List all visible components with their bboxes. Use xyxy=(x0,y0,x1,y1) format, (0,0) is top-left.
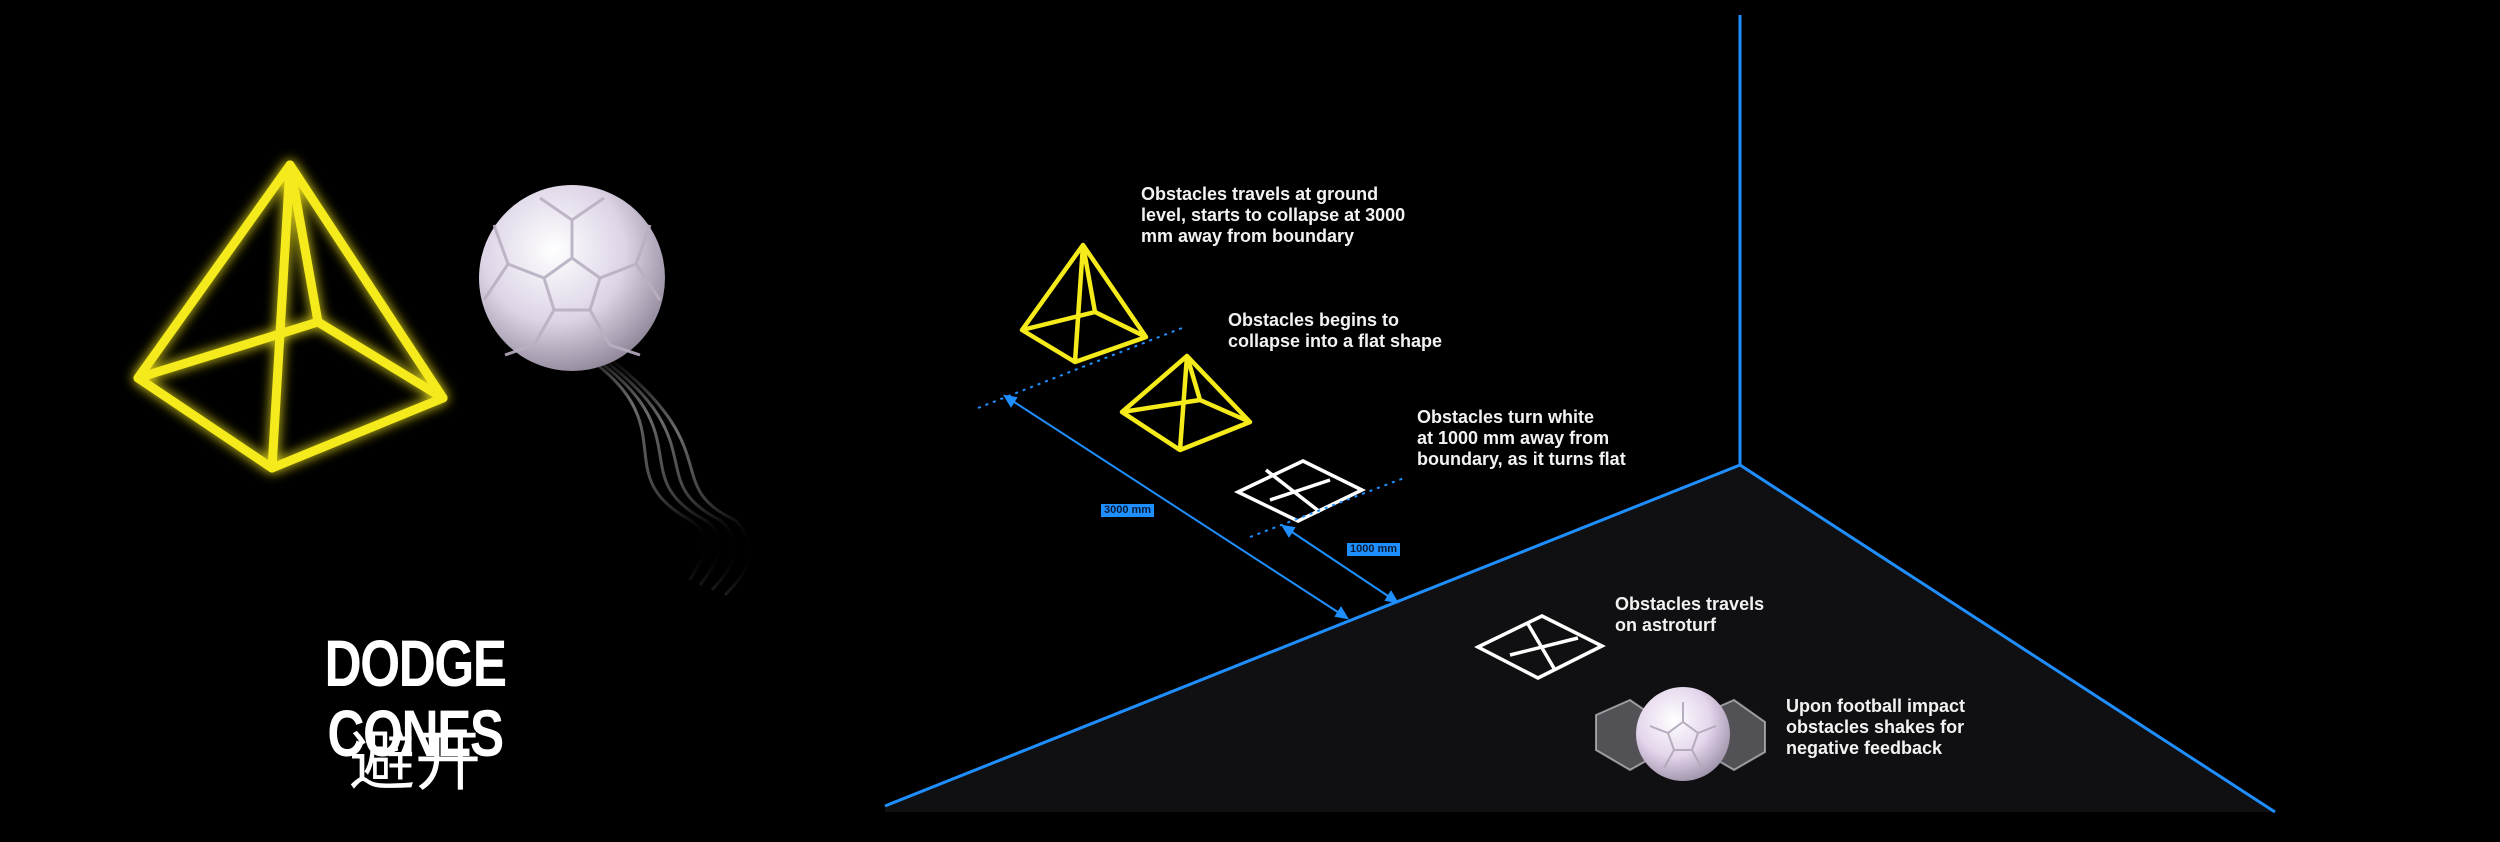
annotation-turn-white: Obstacles turn white at 1000 mm away fro… xyxy=(1417,407,1626,469)
annotation-impact: Upon football impact obstacles shakes fo… xyxy=(1786,696,1965,758)
boundary-lines xyxy=(884,15,2276,814)
annotation-collapse: Obstacles begins to collapse into a flat… xyxy=(1228,310,1443,351)
cone-ground-level-icon xyxy=(1019,242,1149,365)
dimension-1000-arrow xyxy=(1281,524,1399,604)
flat-white-shape-icon xyxy=(1233,459,1366,523)
title-chinese: 避开 xyxy=(349,723,481,800)
cone-collapsing-icon xyxy=(1119,353,1253,453)
reference-dotted-lines xyxy=(977,327,1405,538)
title-english: DODGE CONES xyxy=(324,626,508,770)
hero-football-icon xyxy=(479,185,665,371)
football-trail xyxy=(559,338,752,597)
impact-football-icon xyxy=(1636,687,1730,781)
dimension-3000-arrow xyxy=(1003,394,1349,620)
flat-astroturf-shape-icon xyxy=(1474,614,1606,680)
astroturf-floor xyxy=(885,465,2275,812)
dimension-3000-label: 3000 mm xyxy=(1101,504,1155,517)
dimension-1000-label: 1000 mm xyxy=(1347,543,1401,556)
annotation-astroturf: Obstacles travels on astroturf xyxy=(1615,594,1765,635)
annotation-ground-level: Obstacles travels at ground level, start… xyxy=(1141,184,1406,246)
hero-cone-icon xyxy=(133,160,448,473)
